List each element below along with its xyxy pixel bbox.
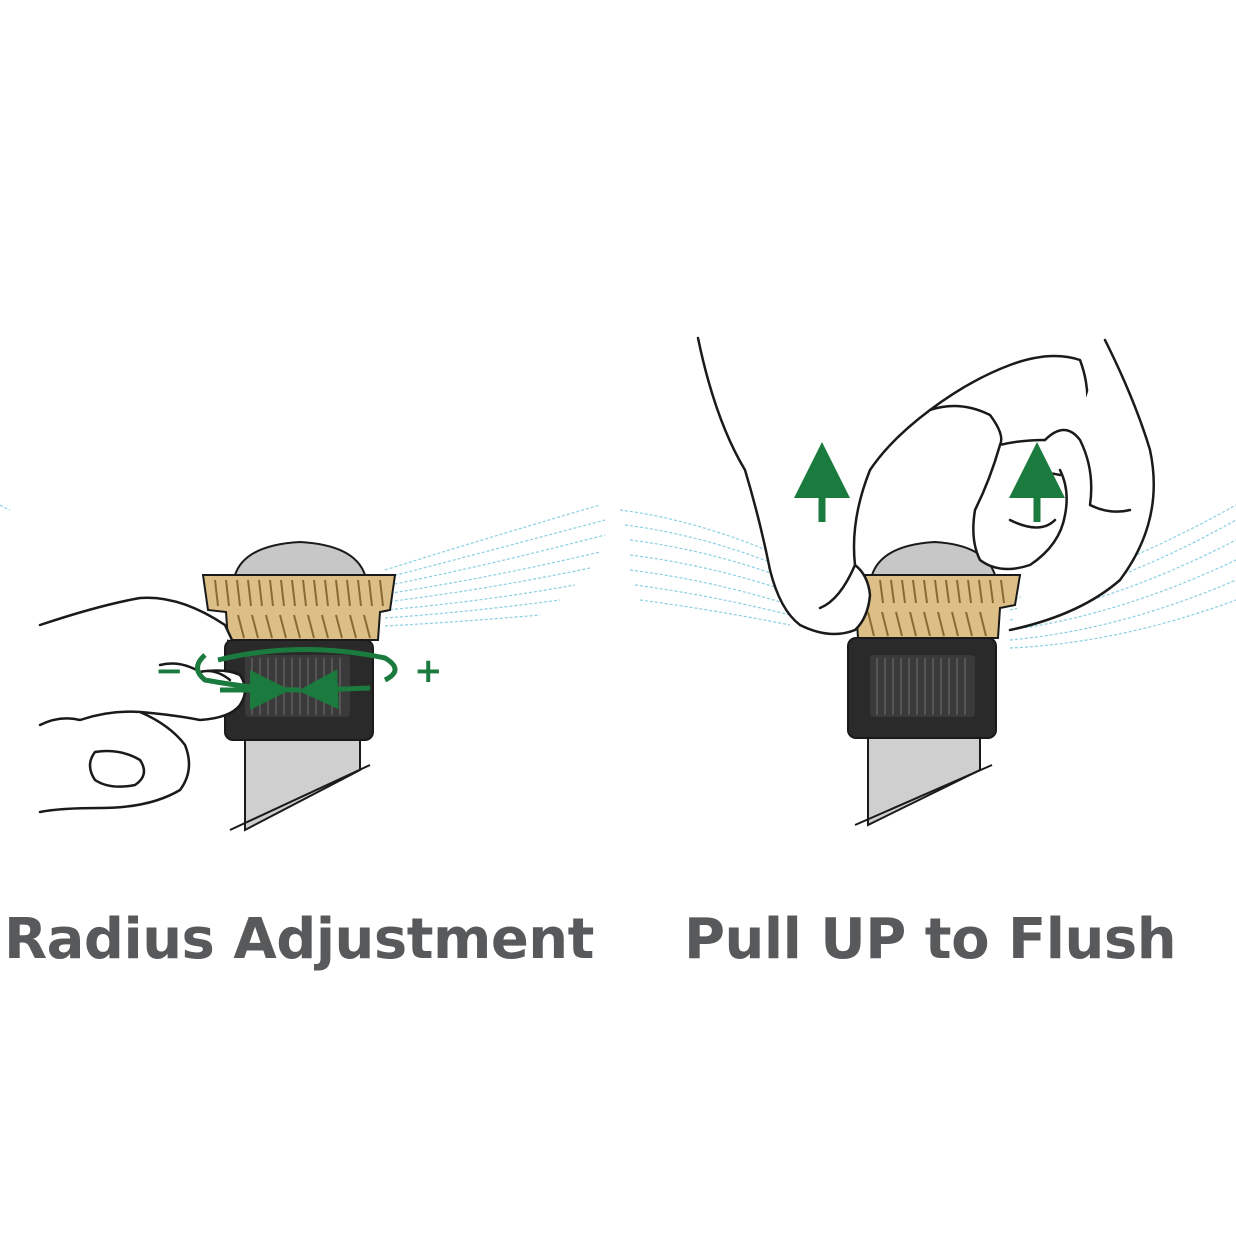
caption-pull-up-to-flush: Pull UP to Flush	[684, 907, 1177, 972]
water-spray-right-panel	[619, 504, 1236, 649]
right-panel	[619, 336, 1236, 827]
left-panel: − +	[0, 504, 606, 832]
riser-stem-right	[854, 737, 993, 827]
caption-radius-adjustment: Radius Adjustment	[4, 907, 594, 972]
up-arrows	[794, 442, 1065, 522]
brass-nozzle-left	[201, 574, 397, 641]
grey-cap-left	[233, 540, 367, 576]
water-spray-left-panel	[0, 504, 606, 627]
hand-right	[696, 336, 1155, 636]
plus-sign: +	[414, 651, 443, 691]
minus-sign: −	[155, 651, 184, 691]
riser-stem-left	[229, 739, 371, 832]
rotation-arrows	[195, 647, 398, 710]
hand-left	[38, 596, 247, 814]
black-collar-right	[847, 637, 997, 739]
brass-nozzle-right	[849, 574, 1022, 639]
